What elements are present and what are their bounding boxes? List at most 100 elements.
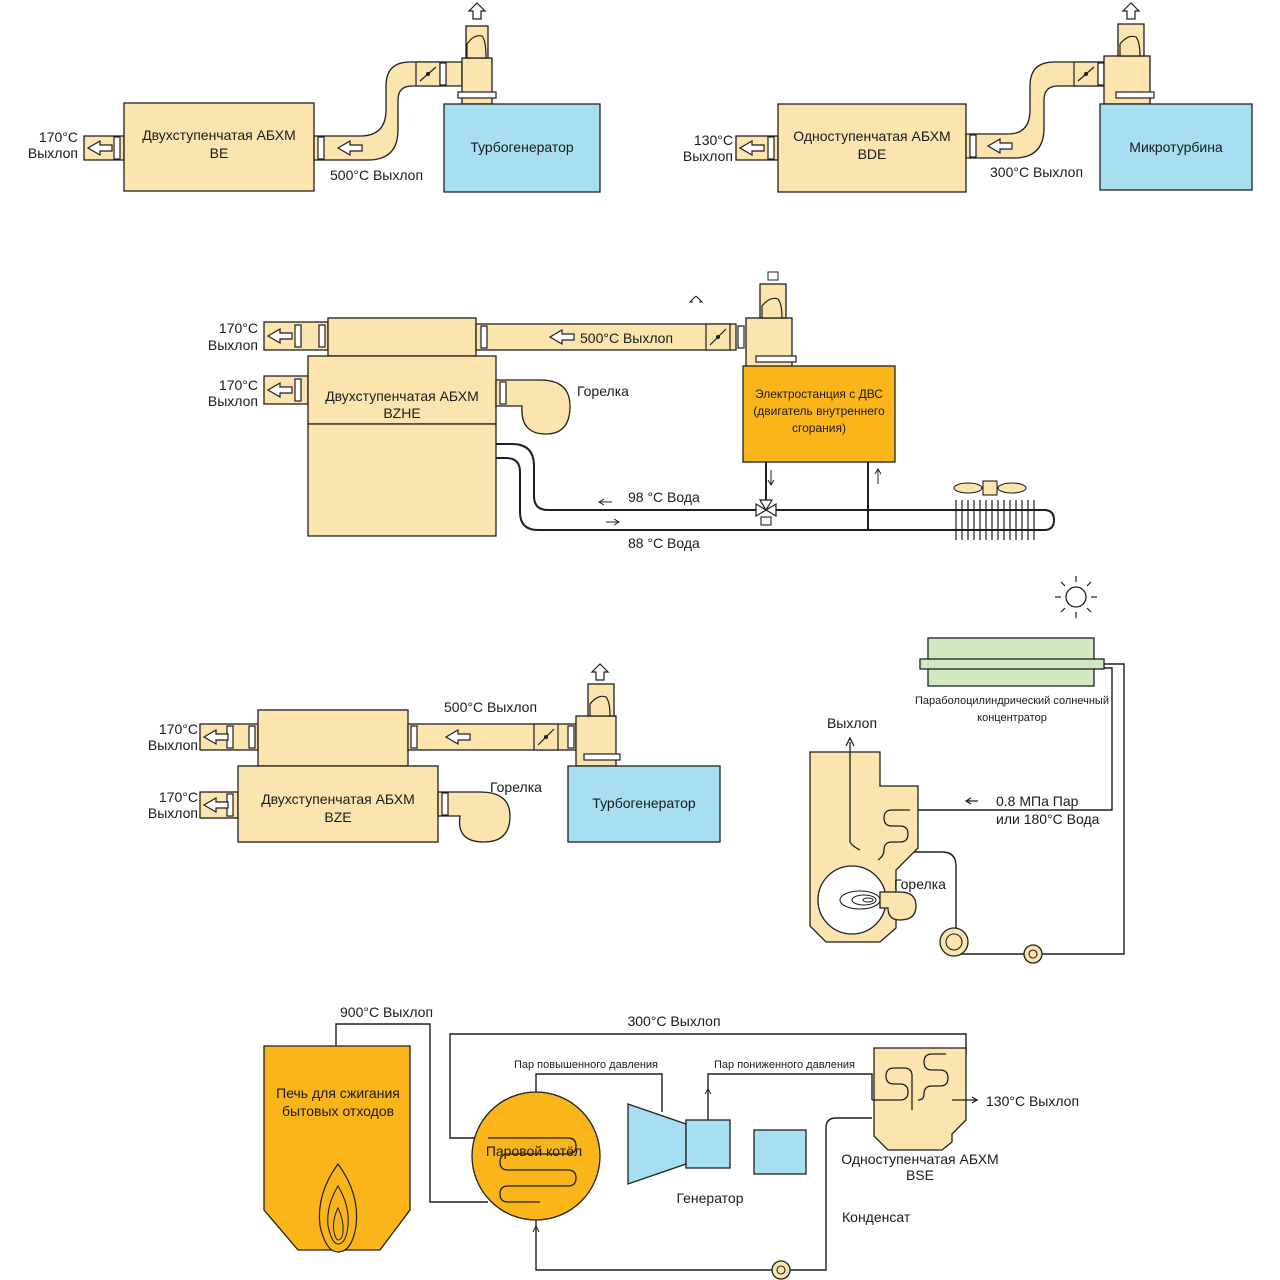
three-way-valve-icon	[755, 499, 777, 526]
burner-label: Горелка	[577, 383, 629, 399]
exhaust-word-label: Выхлоп	[28, 145, 78, 161]
chiller-model: BZHE	[383, 405, 420, 421]
pipe-label: 500°C Выхлоп	[330, 167, 423, 183]
waste-incinerator	[263, 1045, 411, 1251]
diagram-6-waste-incinerator-bse: Печь для сжигания бытовых отходов 900°C …	[263, 1004, 1079, 1280]
exhaust-arrow-icon	[266, 327, 293, 345]
burner	[437, 791, 511, 843]
pump-icon	[771, 1260, 791, 1280]
generator-label: Турбогенератор	[470, 139, 574, 155]
exhaust-word-label: Выхлоп	[208, 337, 258, 353]
burner	[495, 379, 571, 435]
chiller-name: Двухступенчатая АБХМ	[142, 127, 296, 143]
exhaust-pipe-500	[475, 323, 737, 351]
collector-line-1: Параболоцилиндрический солнечный	[915, 695, 1109, 707]
exhaust-900-label: 900°C Выхлоп	[340, 1004, 433, 1020]
steam-high-label: Пар повышенного давления	[514, 1059, 658, 1071]
exhaust-temp-label: 170°C	[219, 377, 258, 393]
exhaust-arrow-icon	[86, 139, 113, 157]
exhaust-temp-label: 130°C	[694, 132, 733, 148]
pipe-label: 500°C Выхлоп	[444, 699, 537, 715]
steam-low-label: Пар пониженного давления	[714, 1059, 855, 1071]
chiller-model: BE	[210, 145, 229, 161]
furnace-line-2: бытовых отходов	[282, 1103, 394, 1119]
diagram-4-turbogenerator-bze: 170°C Выхлоп 170°C Выхлоп Двухступенчата…	[148, 663, 721, 843]
electric-load	[753, 1129, 807, 1175]
diagram-2-microturbine-bde: 130°C Выхлоп Одноступенчатая АБХМ BDE 30…	[683, 2, 1253, 193]
exhaust-temp-label: 170°C	[159, 721, 198, 737]
dry-cooler	[955, 500, 1035, 540]
exhaust-arrow-icon	[548, 328, 575, 346]
exhaust-temp-label: 170°C	[159, 789, 198, 805]
boiler-label: Паровой котёл	[486, 1143, 582, 1159]
water-cold-label: 88 °C Вода	[628, 535, 700, 551]
condensate-label: Конденсат	[842, 1209, 911, 1225]
diagram-3-ice-plant-bzhe: 170°C Выхлоп 170°C Выхлоп Двухступенчата…	[208, 271, 1056, 551]
pipe-label: 300°C Выхлоп	[990, 164, 1083, 180]
exhaust-heat-exchanger	[327, 317, 477, 357]
ice-power-plant	[742, 365, 896, 463]
steam-line-1: 0.8 МПа Пар	[996, 793, 1079, 809]
exhaust-label: Выхлоп	[827, 715, 877, 731]
exhaust-arrow-icon	[266, 381, 293, 399]
chiller-name: Двухступенчатая АБХМ	[261, 791, 415, 807]
exhaust-word-label: Выхлоп	[683, 148, 733, 164]
exhaust-arrow-icon	[1121, 2, 1141, 20]
chiller-be	[123, 102, 315, 192]
chiller-bzhe-lower	[307, 423, 497, 537]
chiller-model: BDE	[858, 146, 887, 162]
flame-icon	[318, 1162, 358, 1253]
generator-label: Генератор	[676, 1190, 743, 1206]
exhaust-arrow-icon	[767, 271, 779, 281]
chimney-icon	[465, 25, 489, 59]
diagram-1-turbogenerator-be: 170°C Выхлоп Двухступенчатая АБХМ BE 500…	[28, 2, 601, 193]
chiller-bzhe	[307, 355, 497, 425]
pump-icon	[1023, 944, 1043, 964]
chiller-model: BSE	[906, 1167, 934, 1183]
exhaust-arrow-icon	[202, 796, 229, 814]
exhaust-heat-exchanger	[257, 709, 409, 767]
plant-line-1: Электростанция с ДВС	[755, 387, 883, 401]
pump-icon	[939, 927, 969, 957]
furnace-line-1: Печь для сжигания	[276, 1085, 400, 1101]
turbogenerator	[443, 103, 601, 193]
exhaust-300-label: 300°C Выхлоп	[627, 1013, 720, 1029]
microturbine	[1099, 103, 1253, 191]
exhaust-arrow-icon	[738, 139, 765, 157]
plant-line-2: (двигатель внутреннего	[753, 404, 885, 418]
chiller-model: BZE	[324, 809, 351, 825]
pipe-label: 500°C Выхлоп	[580, 330, 673, 346]
chiller-name: Двухступенчатая АБХМ	[325, 388, 479, 404]
sun-icon	[1055, 576, 1097, 618]
exhaust-temp-label: 170°C	[219, 320, 258, 336]
exhaust-word-label: Выхлоп	[148, 805, 198, 821]
generator-label: Турбогенератор	[592, 795, 696, 811]
exhaust-arrow-icon	[202, 728, 229, 746]
exhaust-130-label: 130°C Выхлоп	[986, 1093, 1079, 1109]
turbogenerator	[567, 765, 721, 843]
chiller-bde	[777, 103, 967, 193]
chiller-name: Одноступенчатая АБХМ	[793, 128, 950, 144]
exhaust-word-label: Выхлоп	[208, 393, 258, 409]
fan-icon	[953, 480, 1027, 496]
water-hot-label: 98 °C Вода	[628, 489, 700, 505]
chiller-bse	[873, 1047, 967, 1151]
burner-label: Горелка	[894, 876, 946, 892]
burner	[879, 891, 917, 921]
exhaust-arrow-icon	[986, 137, 1013, 155]
steam-line-2: или 180°C Вода	[996, 811, 1100, 827]
collector-line-2: концентратор	[977, 712, 1047, 724]
generator	[685, 1119, 731, 1169]
exhaust-arrow-icon	[467, 2, 487, 20]
steam-turbine	[627, 1103, 687, 1185]
exhaust-temp-label: 170°C	[39, 129, 78, 145]
exhaust-arrow-icon	[336, 139, 363, 157]
diagram-5-solar-concentrator: Параболоцилиндрический солнечный концент…	[809, 576, 1125, 964]
exhaust-word-label: Выхлоп	[148, 737, 198, 753]
exhaust-arrow-icon	[590, 663, 610, 681]
generator-label: Микротурбина	[1129, 139, 1223, 155]
absorber-tube	[919, 658, 1105, 670]
chiller-name: Одноступенчатая АБХМ	[841, 1151, 998, 1167]
plant-line-3: сгорания)	[792, 421, 846, 435]
